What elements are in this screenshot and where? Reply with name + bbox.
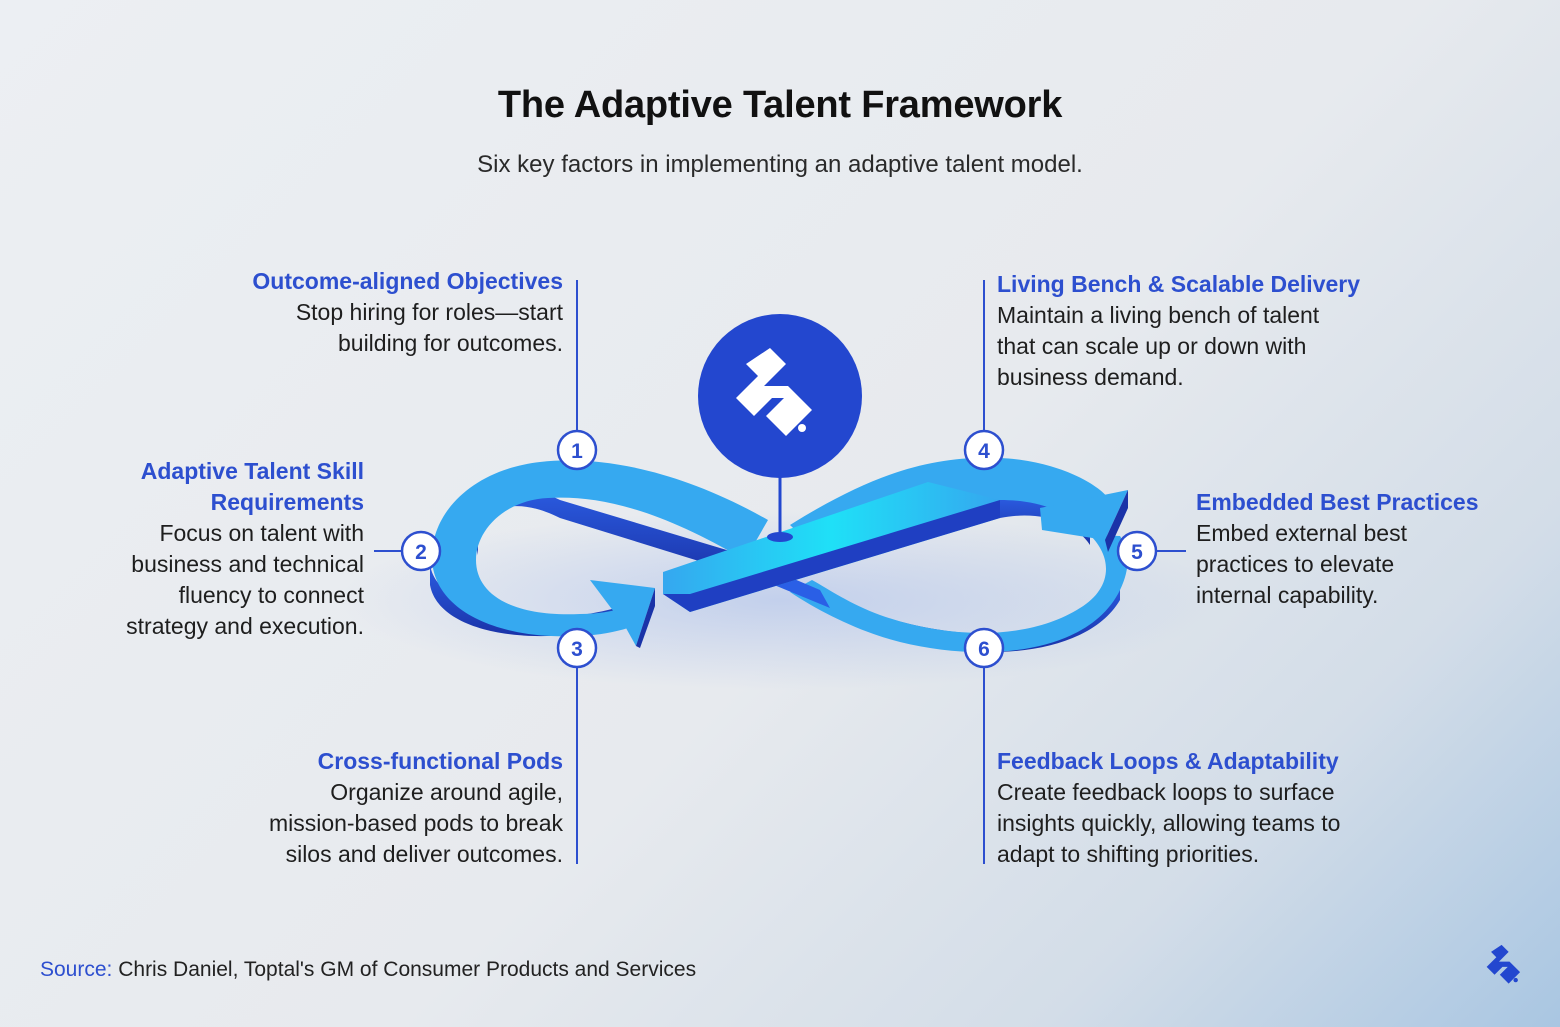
badge-4-number: 4 [978, 440, 990, 463]
factor-1: Outcome-aligned Objectives Stop hiring f… [143, 266, 563, 359]
loop-left-lobe [431, 460, 768, 637]
factor-4-line-1: Maintain a living bench of talent [997, 302, 1320, 328]
factor-3-line-3: silos and deliver outcomes. [285, 841, 563, 867]
source-label: Source: [40, 958, 113, 981]
badge-3: 3 [556, 627, 598, 669]
factor-1-line-2: building for outcomes. [337, 330, 563, 356]
factor-2-heading-line-2: Requirements [210, 489, 364, 515]
factor-6-line-1: Create feedback loops to surface [997, 779, 1335, 805]
factor-1-heading: Outcome-aligned Objectives [252, 268, 563, 294]
factor-3-heading: Cross-functional Pods [317, 748, 563, 774]
loop-left-arrowhead-side [636, 588, 655, 648]
toptal-logo-icon [736, 348, 812, 436]
factor-2-line-1: Focus on talent with [159, 520, 364, 546]
badge-5-number: 5 [1131, 541, 1143, 564]
factor-2: Adaptive Talent Skill Requirements Focus… [24, 456, 364, 642]
loop-right-arrowhead-side [1105, 490, 1128, 552]
loop-right-arrowhead [1040, 490, 1128, 540]
factor-3-line-1: Organize around agile, [330, 779, 563, 805]
factor-6-line-3: adapt to shifting priorities. [997, 841, 1260, 867]
factor-5-heading: Embedded Best Practices [1196, 489, 1479, 515]
factor-1-line-1: Stop hiring for roles—start [295, 299, 563, 325]
factor-6: Feedback Loops & Adaptability Create fee… [997, 746, 1437, 870]
leader-lines [374, 280, 1186, 864]
factor-5-line-1: Embed external best [1196, 520, 1407, 546]
loop-left-arrowhead [590, 580, 655, 646]
badge-1-number: 1 [571, 440, 583, 463]
source-footer: Source: Chris Daniel, Toptal's GM of Con… [40, 958, 696, 982]
factor-4-line-2: that can scale up or down with [997, 333, 1307, 359]
loop-crossing-band-side [663, 500, 1000, 612]
center-pin-base [767, 532, 793, 542]
factor-3: Cross-functional Pods Organize around ag… [143, 746, 563, 870]
badge-1: 1 [556, 429, 598, 471]
page-subtitle: Six key factors in implementing an adapt… [477, 151, 1083, 178]
factor-5: Embedded Best Practices Embed external b… [1196, 487, 1536, 611]
factor-2-line-3: fluency to connect [178, 582, 364, 608]
factor-5-line-3: internal capability. [1196, 582, 1379, 608]
factor-6-heading: Feedback Loops & Adaptability [997, 748, 1339, 774]
factor-6-line-2: insights quickly, allowing teams to [997, 810, 1341, 836]
page-title: The Adaptive Talent Framework [497, 84, 1063, 126]
source-text: Chris Daniel, Toptal's GM of Consumer Pr… [118, 958, 697, 981]
badge-4: 4 [963, 429, 1005, 471]
factor-2-line-4: strategy and execution. [126, 613, 364, 639]
factor-2-heading-line-1: Adaptive Talent Skill [140, 458, 364, 484]
factor-4: Living Bench & Scalable Delivery Maintai… [997, 269, 1437, 393]
badge-3-number: 3 [571, 638, 583, 661]
badge-6: 6 [963, 627, 1005, 669]
badge-6-number: 6 [978, 638, 990, 661]
toptal-corner-logo-icon [1486, 944, 1521, 984]
factor-2-line-2: business and technical [131, 551, 364, 577]
factor-3-line-2: mission-based pods to break [268, 810, 563, 836]
factor-4-line-3: business demand. [997, 364, 1184, 390]
badge-2-number: 2 [415, 541, 427, 564]
badge-2: 2 [400, 530, 442, 572]
factor-4-heading: Living Bench & Scalable Delivery [997, 271, 1361, 297]
factor-5-line-2: practices to elevate [1196, 551, 1395, 577]
badge-5: 5 [1116, 530, 1158, 572]
